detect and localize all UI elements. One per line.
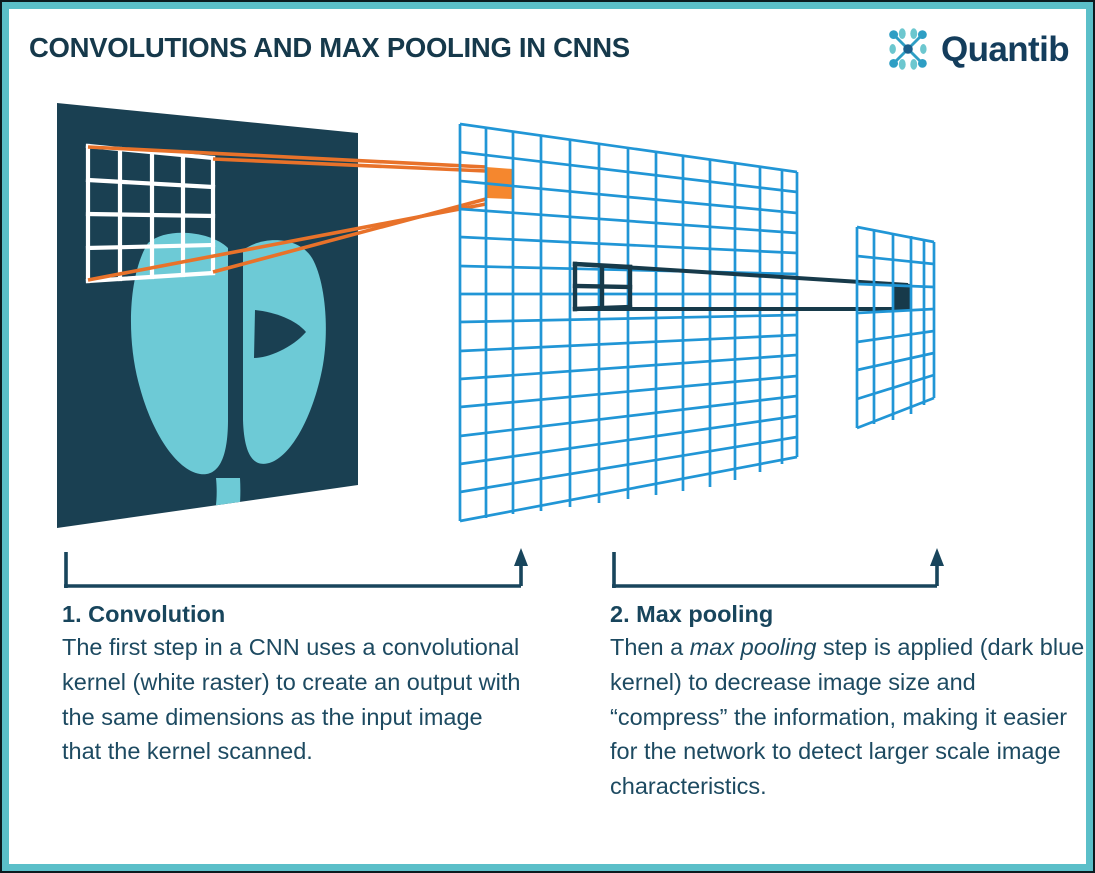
max-pooling-projection-lines: [574, 262, 909, 311]
bracket-max-pooling: [612, 552, 939, 588]
brand-logo: Quantib: [885, 24, 1070, 74]
caption-convolution-title: 1. Convolution: [62, 601, 226, 627]
feature-map-grid-panel: [458, 122, 799, 523]
caption-convolution-body: The first step in a CNN uses a convoluti…: [62, 634, 521, 765]
input-image-panel: [57, 103, 358, 528]
caption-max-pooling-title: 2. Max pooling: [610, 601, 774, 627]
max-pooling-output-cell: [893, 283, 911, 310]
pooled-output-grid-panel: [855, 225, 936, 430]
caption-max-pooling: 2. Max pooling Then a max pooling step i…: [610, 600, 1088, 803]
header: CONVOLUTIONS AND MAX POOLING IN CNNS: [0, 14, 1095, 76]
bracket-convolution-arrowhead: [514, 548, 528, 566]
bracket-convolution: [64, 552, 523, 588]
page-title: CONVOLUTIONS AND MAX POOLING IN CNNS: [29, 32, 630, 63]
bracket-max-pooling-arrowhead: [930, 548, 944, 566]
caption-max-pooling-body: Then a max pooling step is applied (dark…: [610, 634, 1085, 799]
caption-convolution: 1. Convolution The first step in a CNN u…: [62, 600, 522, 769]
brand-name: Quantib: [940, 29, 1070, 69]
convolution-projection-lines: [87, 145, 487, 282]
quantib-network-nodes-icon: [885, 26, 931, 72]
convolution-output-cell: [486, 167, 513, 199]
